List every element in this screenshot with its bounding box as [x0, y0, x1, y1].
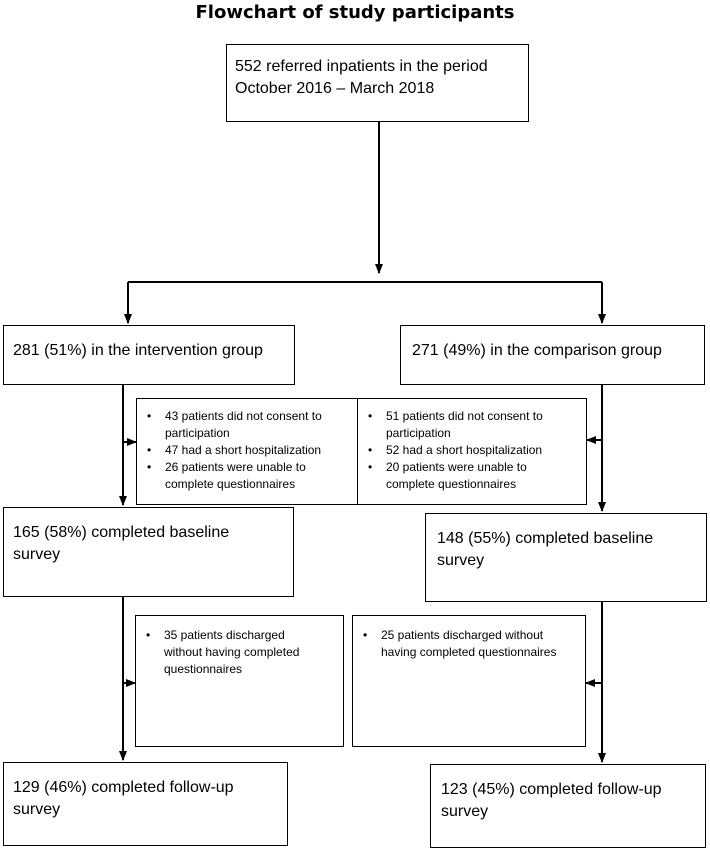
exclusion-item: • 51 patients did not consent to partici… — [366, 408, 582, 442]
comparison-baseline-line-2: survey — [437, 552, 485, 569]
comparison-followup-box: 123 (45%) completed follow-up survey — [430, 764, 706, 848]
intervention-group-box: 281 (51%) in the intervention group — [3, 325, 295, 385]
exclusion-line: 52 had a short hospitalization — [386, 443, 543, 457]
comparison-followup-line-1: 123 (45%) completed follow-up — [441, 781, 662, 798]
bullet-icon: • — [147, 443, 152, 457]
bullet-icon: • — [363, 628, 368, 642]
exclusion-line: 51 patients did not consent to — [386, 409, 543, 423]
exclusion-item: • 43 patients did not consent to partici… — [145, 408, 357, 442]
referred-line-2: October 2016 – March 2018 — [235, 80, 435, 97]
intervention-group-label: 281 (51%) in the intervention group — [13, 342, 263, 359]
intervention-exclusion-box-1: • 43 patients did not consent to partici… — [136, 398, 362, 505]
comparison-group-box: 271 (49%) in the comparison group — [400, 325, 705, 385]
exclusion-line: without having completed — [164, 645, 300, 659]
bullet-icon: • — [146, 628, 151, 642]
comparison-followup-line-2: survey — [441, 803, 489, 820]
intervention-baseline-line-2: survey — [13, 546, 61, 563]
exclusion-line: 25 patients discharged without — [381, 628, 544, 642]
intervention-followup-box: 129 (46%) completed follow-up survey — [3, 762, 288, 846]
exclusion-line: having completed questionnaires — [381, 645, 557, 659]
exclusion-line: questionnaires — [164, 662, 243, 676]
exclusion-item: • 47 had a short hospitalization — [145, 442, 357, 459]
exclusion-line: 47 had a short hospitalization — [165, 443, 322, 457]
exclusion-line: 20 patients were unable to — [386, 460, 527, 474]
exclusion-line: 43 patients did not consent to — [165, 409, 322, 423]
comparison-baseline-line-1: 148 (55%) completed baseline — [437, 530, 654, 547]
exclusion-item: • 20 patients were unable to complete qu… — [366, 459, 582, 493]
exclusion-line: participation — [386, 426, 451, 440]
bullet-icon: • — [368, 443, 373, 457]
comparison-baseline-box: 148 (55%) completed baseline survey — [425, 513, 707, 602]
intervention-baseline-line-1: 165 (58%) completed baseline — [13, 524, 230, 541]
bullet-icon: • — [368, 409, 373, 423]
exclusion-item: • 25 patients discharged without having … — [361, 627, 581, 661]
comparison-exclusion-box-1: • 51 patients did not consent to partici… — [357, 398, 587, 505]
exclusion-line: complete questionnaires — [165, 477, 296, 491]
bullet-icon: • — [147, 409, 152, 423]
referred-inpatients-box: 552 referred inpatients in the period Oc… — [226, 44, 529, 122]
bullet-icon: • — [368, 460, 373, 474]
comparison-exclusion-box-2: • 25 patients discharged without having … — [352, 615, 586, 747]
exclusion-item: • 26 patients were unable to complete qu… — [145, 459, 357, 493]
exclusion-item: • 52 had a short hospitalization — [366, 442, 582, 459]
bullet-icon: • — [147, 460, 152, 474]
exclusion-line: participation — [165, 426, 230, 440]
exclusion-line: 26 patients were unable to — [165, 460, 306, 474]
referred-line-1: 552 referred inpatients in the period — [235, 58, 488, 75]
intervention-followup-line-2: survey — [13, 801, 61, 818]
intervention-followup-line-1: 129 (46%) completed follow-up — [13, 779, 234, 796]
intervention-exclusion-box-2: • 35 patients discharged without having … — [135, 615, 344, 747]
exclusion-line: complete questionnaires — [386, 477, 517, 491]
intervention-baseline-box: 165 (58%) completed baseline survey — [3, 507, 294, 597]
comparison-group-label: 271 (49%) in the comparison group — [412, 342, 662, 359]
exclusion-line: 35 patients discharged — [164, 628, 285, 642]
flowchart-title: Flowchart of study participants — [195, 2, 515, 23]
exclusion-item: • 35 patients discharged without having … — [144, 627, 339, 678]
